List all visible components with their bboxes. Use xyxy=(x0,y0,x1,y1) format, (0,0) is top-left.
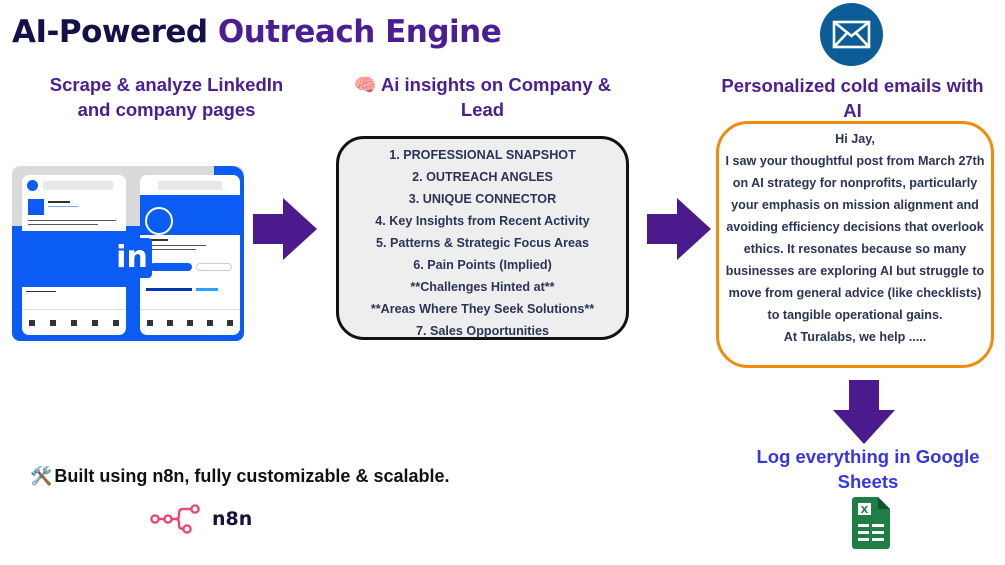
insight-item: **Challenges Hinted at** xyxy=(410,280,555,294)
email-heading: Personalized cold emails with AI xyxy=(705,73,1000,123)
bottom-nav xyxy=(140,309,240,335)
insight-item: **Areas Where They Seek Solutions** xyxy=(370,302,595,316)
phone-profile-mockup xyxy=(140,175,240,335)
phone-feed-mockup xyxy=(22,175,126,335)
insights-heading-line-2: Lead xyxy=(460,99,505,120)
text-line xyxy=(146,245,206,246)
text-line xyxy=(146,249,196,250)
email-line: ethics. It resonates because so many xyxy=(743,242,967,256)
spreadsheet-icon: X xyxy=(852,497,890,549)
arrow-right-icon xyxy=(647,198,711,260)
email-line: on AI strategy for nonprofits, particula… xyxy=(732,176,978,190)
email-preview-box: Hi Jay, I saw your thoughtful post from … xyxy=(716,121,994,368)
text-line xyxy=(48,201,70,203)
insight-item: 5. Patterns & Strategic Focus Areas xyxy=(375,236,589,250)
n8n-logo-icon xyxy=(150,504,200,534)
title-part-1: AI-Powered xyxy=(12,14,208,50)
brain-icon: 🧠 xyxy=(353,74,377,95)
log-heading-line-2: Sheets xyxy=(837,471,899,492)
insight-item: 3. UNIQUE CONNECTOR xyxy=(408,192,557,206)
add-section-pill xyxy=(196,263,232,271)
title-part-2: Outreach Engine xyxy=(217,14,502,50)
post-author-avatar xyxy=(28,199,44,215)
progress-line xyxy=(196,288,218,291)
text-line xyxy=(28,224,98,225)
insight-item: 2. OUTREACH ANGLES xyxy=(412,170,553,184)
email-line: avoiding efficiency decisions that overl… xyxy=(726,220,984,234)
n8n-logo: n8n xyxy=(150,504,252,534)
email-line: your emphasis on mission alignment and xyxy=(731,198,979,212)
insights-heading-line-1: 🧠Ai insights on Company & xyxy=(340,72,625,97)
log-heading-line-1: Log everything in Google xyxy=(756,446,980,467)
email-line: I saw your thoughtful post from March 27… xyxy=(725,154,985,168)
insights-heading-text: Ai insights on Company & xyxy=(380,74,612,95)
insight-item: 4. Key Insights from Recent Activity xyxy=(375,214,590,228)
email-line: move from general advice (like checklist… xyxy=(728,286,982,300)
progress-line xyxy=(146,288,192,291)
text-line xyxy=(28,220,116,221)
email-line: Hi Jay, xyxy=(835,132,875,146)
profile-avatar xyxy=(145,207,173,235)
email-line: businesses are exploring AI but struggle… xyxy=(725,264,985,278)
built-text: Built using n8n, fully customizable & sc… xyxy=(54,466,450,486)
envelope-icon xyxy=(820,3,883,66)
log-heading: Log everything in Google Sheets xyxy=(748,444,988,494)
built-with-note: 🛠️ Built using n8n, fully customizable &… xyxy=(30,466,450,487)
n8n-label: n8n xyxy=(212,508,253,530)
search-bar xyxy=(158,181,222,190)
interested-pill xyxy=(150,263,192,271)
insight-item: 6. Pain Points (Implied) xyxy=(413,258,552,272)
tools-icon: 🛠️ xyxy=(30,466,53,486)
arrow-down-icon xyxy=(833,380,895,444)
scrape-heading: Scrape & analyze LinkedIn and company pa… xyxy=(14,72,319,122)
scrape-heading-line-2: and company pages xyxy=(77,99,256,120)
search-bar xyxy=(43,181,113,190)
email-heading-line-1: Personalized cold emails with xyxy=(721,75,984,96)
scrape-heading-line-1: Scrape & analyze LinkedIn xyxy=(49,74,284,95)
post-image xyxy=(22,231,126,287)
sheets-icon-letter: X xyxy=(861,505,869,516)
text-line xyxy=(26,291,56,292)
insight-item: 1. PROFESSIONAL SNAPSHOT xyxy=(389,148,576,162)
email-line: to tangible operational gains. xyxy=(767,308,943,322)
email-line: At Turalabs, we help ..... xyxy=(783,330,927,344)
arrow-right-icon xyxy=(253,198,317,260)
insights-box: 1. PROFESSIONAL SNAPSHOT 2. OUTREACH ANG… xyxy=(336,136,629,340)
bottom-nav xyxy=(22,309,126,335)
insights-heading: 🧠Ai insights on Company & Lead xyxy=(340,72,625,122)
text-line xyxy=(146,239,168,241)
text-line xyxy=(48,206,78,207)
linkedin-illustration: in xyxy=(12,166,244,341)
avatar-icon xyxy=(27,180,38,191)
page-title: AI-Powered Outreach Engine xyxy=(12,14,502,50)
email-heading-line-2: AI xyxy=(843,100,862,121)
insight-item: 7. Sales Opportunities xyxy=(416,324,549,338)
linkedin-logo-icon: in xyxy=(112,238,152,278)
